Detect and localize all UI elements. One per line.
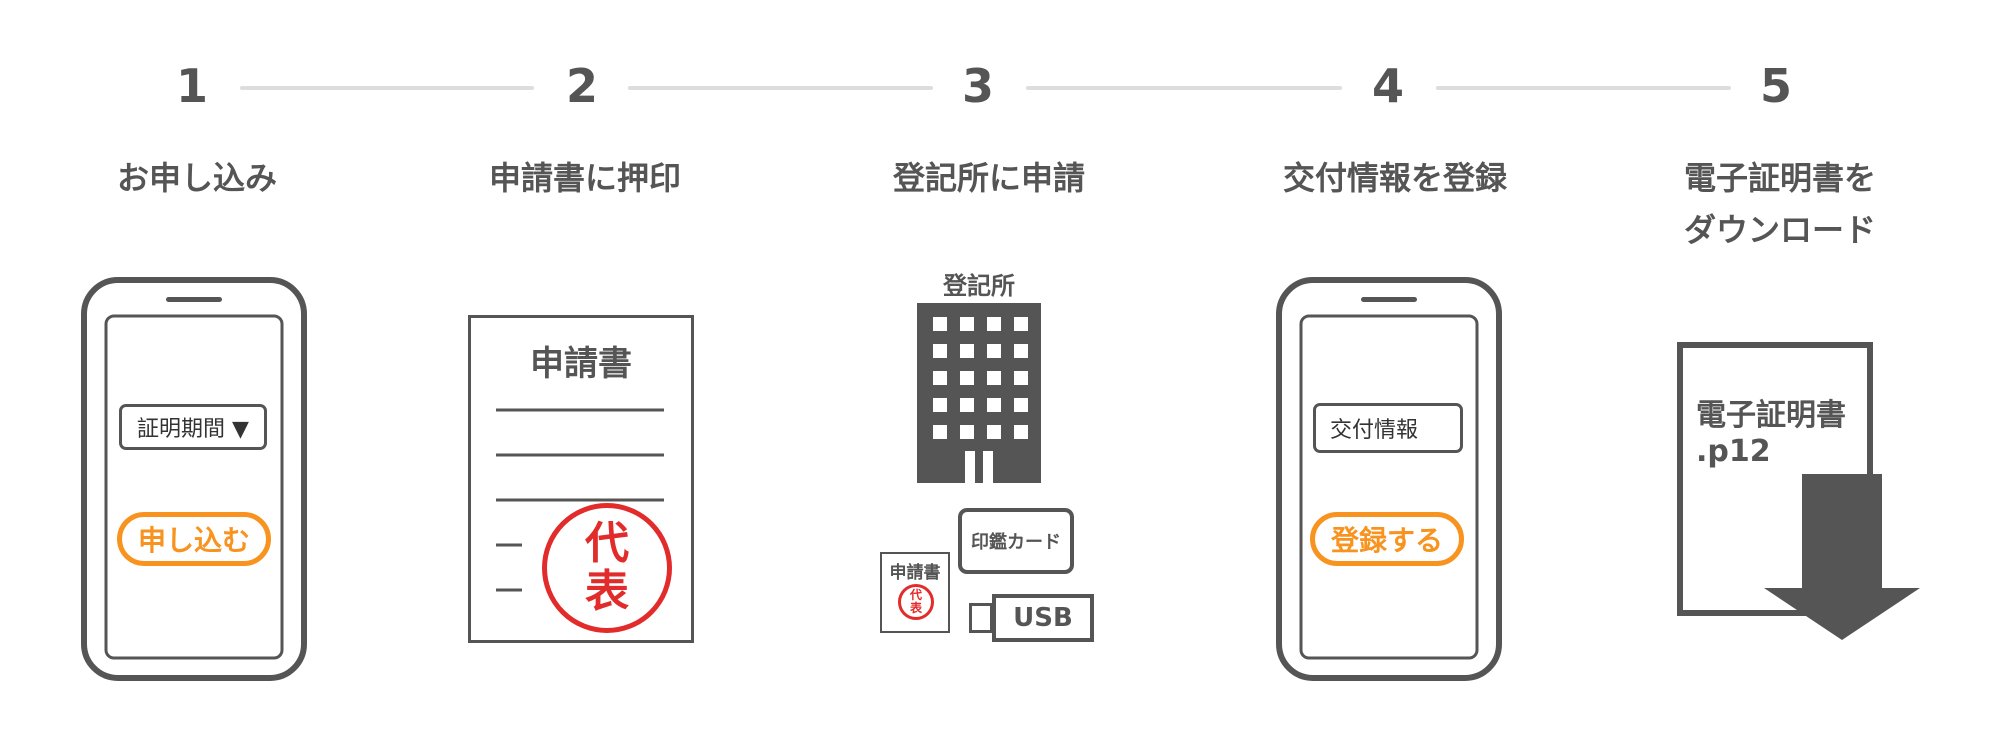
step-number-3: 3 — [961, 59, 994, 113]
certificate-file-name: 電子証明書 — [1696, 398, 1846, 433]
step-title-5-line2: ダウンロード — [1683, 211, 1876, 249]
issuance-info-label: 交付情報 — [1330, 418, 1419, 443]
seal-card-icon: 印鑑カード — [958, 508, 1074, 574]
download-arrow-icon — [1764, 474, 1920, 640]
step-number-1: 1 — [175, 59, 208, 113]
connector-3-4 — [1026, 86, 1342, 90]
mini-application-form-icon: 申請書 代 表 — [880, 552, 950, 633]
certificate-file-extension: .p12 — [1696, 434, 1771, 469]
step-title-5-line1: 電子証明書を — [1683, 159, 1876, 197]
connector-1-2 — [240, 86, 534, 90]
building-icon — [917, 303, 1041, 483]
apply-button-label: 申し込む — [137, 524, 250, 557]
mini-seal-char-1: 代 — [909, 588, 922, 602]
step-title-1: お申し込み — [116, 159, 277, 197]
registry-building-illustration — [917, 303, 1041, 483]
smartphone-icon — [81, 277, 307, 681]
step-number-4: 4 — [1371, 59, 1404, 113]
step-number-2: 2 — [565, 59, 598, 113]
mini-seal-char-2: 表 — [909, 601, 922, 615]
phone-register-illustration — [1275, 276, 1503, 682]
step-number-5: 5 — [1759, 59, 1792, 113]
registry-office-label: 登記所 — [943, 272, 1015, 300]
seal-char-1: 代 — [585, 518, 629, 569]
register-button[interactable]: 登録する — [1310, 512, 1464, 566]
usb-drive-icon: USB — [992, 594, 1094, 642]
mini-seal-icon: 代 表 — [898, 584, 934, 620]
step-title-3: 登記所に申請 — [892, 159, 1085, 197]
certificate-period-dropdown[interactable]: 証明期間 ▼ — [119, 404, 267, 450]
representative-seal-icon: 代 表 — [542, 503, 672, 633]
smartphone-icon — [1276, 277, 1502, 681]
seal-card-label: 印鑑カード — [971, 532, 1061, 553]
usb-label: USB — [1013, 603, 1073, 633]
mini-form-heading: 申請書 — [889, 563, 941, 583]
issuance-info-field[interactable]: 交付情報 — [1313, 403, 1463, 453]
step-title-4: 交付情報を登録 — [1282, 159, 1507, 197]
certificate-period-label: 証明期間 ▼ — [137, 417, 249, 442]
step-title-2: 申請書に押印 — [488, 159, 681, 197]
application-form-heading: 申請書 — [530, 344, 632, 384]
register-button-label: 登録する — [1330, 524, 1443, 557]
step-title-5: 電子証明書を ダウンロード — [1620, 152, 1940, 256]
phone-apply-illustration — [80, 276, 308, 682]
arrow-down-icon — [1764, 474, 1920, 640]
connector-2-3 — [628, 86, 933, 90]
apply-button[interactable]: 申し込む — [117, 512, 271, 566]
connector-4-5 — [1436, 86, 1731, 90]
usb-connector-icon — [969, 603, 993, 633]
seal-char-2: 表 — [585, 566, 629, 617]
